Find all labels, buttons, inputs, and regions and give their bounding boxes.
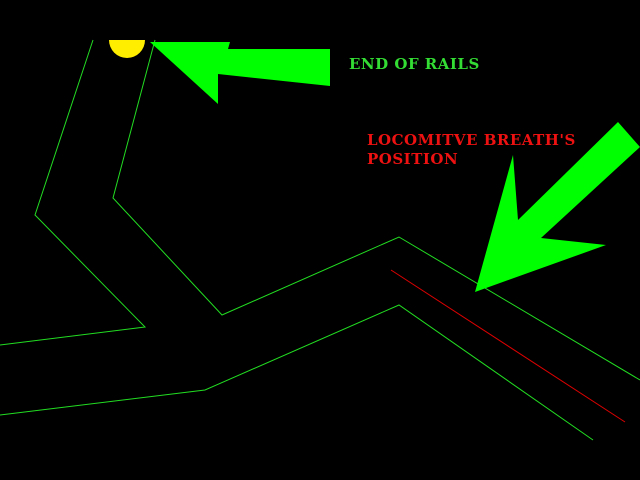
- locomotive-label-line1: LOCOMITVE BREATH'S: [367, 131, 576, 149]
- end-of-rails-marker: [109, 40, 145, 58]
- track-wall-lower: [0, 304, 594, 441]
- locomotive-marker: [390, 269, 626, 423]
- locomotive-label-line2: POSITION: [367, 150, 459, 168]
- end-of-rails-label: END OF RAILS: [349, 55, 480, 73]
- locomotive-position-label: LOCOMITVE BREATH'S POSITION: [367, 131, 576, 169]
- track-wall-left: [0, 39, 147, 346]
- end-of-rails-arrow: [150, 42, 330, 104]
- locomotive-arrow: [475, 122, 640, 292]
